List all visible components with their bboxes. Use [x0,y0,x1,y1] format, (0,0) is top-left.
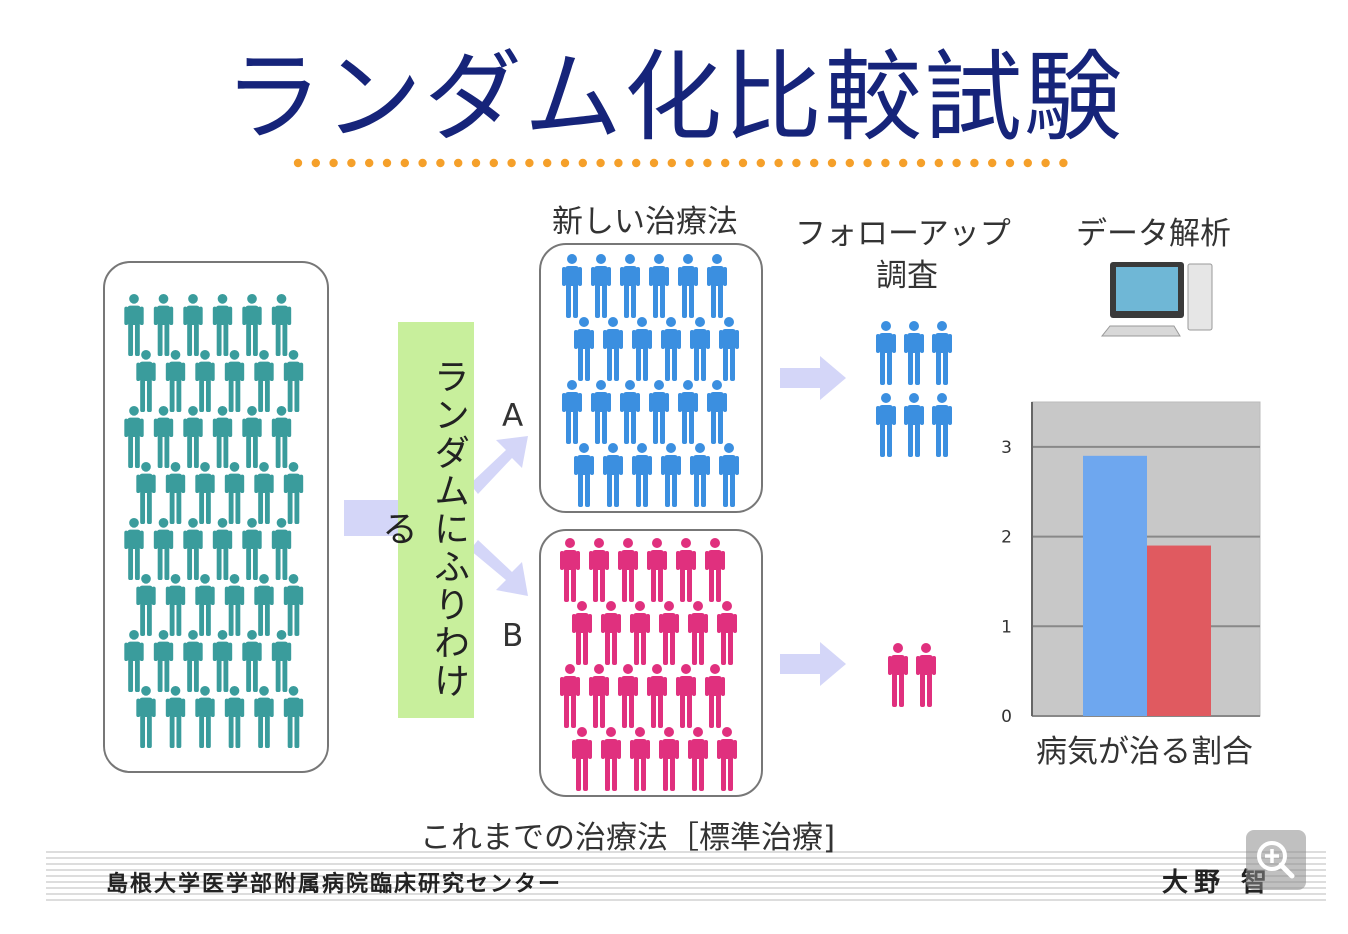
chart-y-tick-label: 1 [1001,617,1012,637]
title-dot [400,158,409,168]
title-dot [632,158,641,168]
person-icon [876,393,896,457]
title-dot [436,158,445,168]
title-dot [685,158,694,168]
title-dot [988,158,997,168]
chart-x-label: 病気が治る割合 [1036,734,1253,770]
title-dot [721,158,730,168]
title-dot [970,158,979,168]
title-dot [916,158,926,168]
title-dot [1041,158,1050,168]
person-icon [876,321,896,385]
title-dot [934,158,943,168]
group-a-label: A [502,398,524,434]
title-dot [293,158,303,168]
footer-institution: 島根大学医学部附属病院臨床研究センター [106,872,563,897]
title-dot [703,158,712,168]
title-dot [311,158,320,168]
title-dot [560,158,570,168]
title-dot [578,158,587,168]
person-icon [932,321,952,385]
analysis-label: データ解析 [1076,216,1231,252]
arrow-icon [470,540,528,596]
zoom-in-button[interactable] [1246,830,1306,890]
followup-label-line2: 調査 [876,258,938,294]
new-treatment-label: 新しい治療法 [552,204,738,240]
title-dot [845,158,854,168]
title-dot [365,158,374,168]
title-dot [507,158,516,168]
title-dot [525,158,534,168]
person-icon [904,321,924,385]
title-dot [596,158,605,168]
followup-label-line1: フォローアップ [795,216,1011,252]
title-dot [1005,158,1015,168]
title-dot [738,158,748,168]
title-dot [952,158,961,168]
title-dot [329,158,338,168]
title-dot [792,158,801,168]
randomize-label: ランダムにふりわける [376,358,469,700]
title-dot [1059,158,1068,168]
chart-y-tick-label: 3 [1001,438,1012,458]
arrow-icon [780,356,846,400]
title-dot [756,158,765,168]
zoom-in-icon [1257,841,1295,879]
title-dot [1023,158,1032,168]
title-dot [543,158,552,168]
title-dot [881,158,890,168]
chart-bar-B [1147,545,1211,716]
chart-y-tick-label: 0 [1001,707,1012,727]
chart-y-tick-label: 2 [1001,528,1012,548]
title-dot [471,158,481,168]
randomize-box: ランダムにふりわける [376,322,474,718]
title-dot [382,158,392,168]
title-dot [418,158,427,168]
arrow-icon [470,436,528,494]
arrow-icon [780,642,846,686]
computer-screen [1116,267,1178,311]
title-dot [667,158,676,168]
chart-bar-A [1083,455,1147,716]
title-dot [863,158,872,168]
person-icon [904,393,924,457]
computer-keyboard [1100,325,1181,337]
title-dot [489,158,498,168]
page-title: ランダム化比較試験 [223,41,1124,155]
title-dot [614,158,623,168]
person-icon [916,643,936,707]
person-icon [932,393,952,457]
person-icon [888,643,908,707]
title-dot [649,158,659,168]
group-b-label: B [502,618,524,654]
title-dot [810,158,819,168]
title-dot [827,158,837,168]
title-dot [774,158,783,168]
title-dot [454,158,463,168]
title-dot [899,158,908,168]
standard-treatment-label: これまでの治療法［標準治療] [420,820,836,856]
title-dot [347,158,356,168]
computer-tower [1187,263,1213,331]
